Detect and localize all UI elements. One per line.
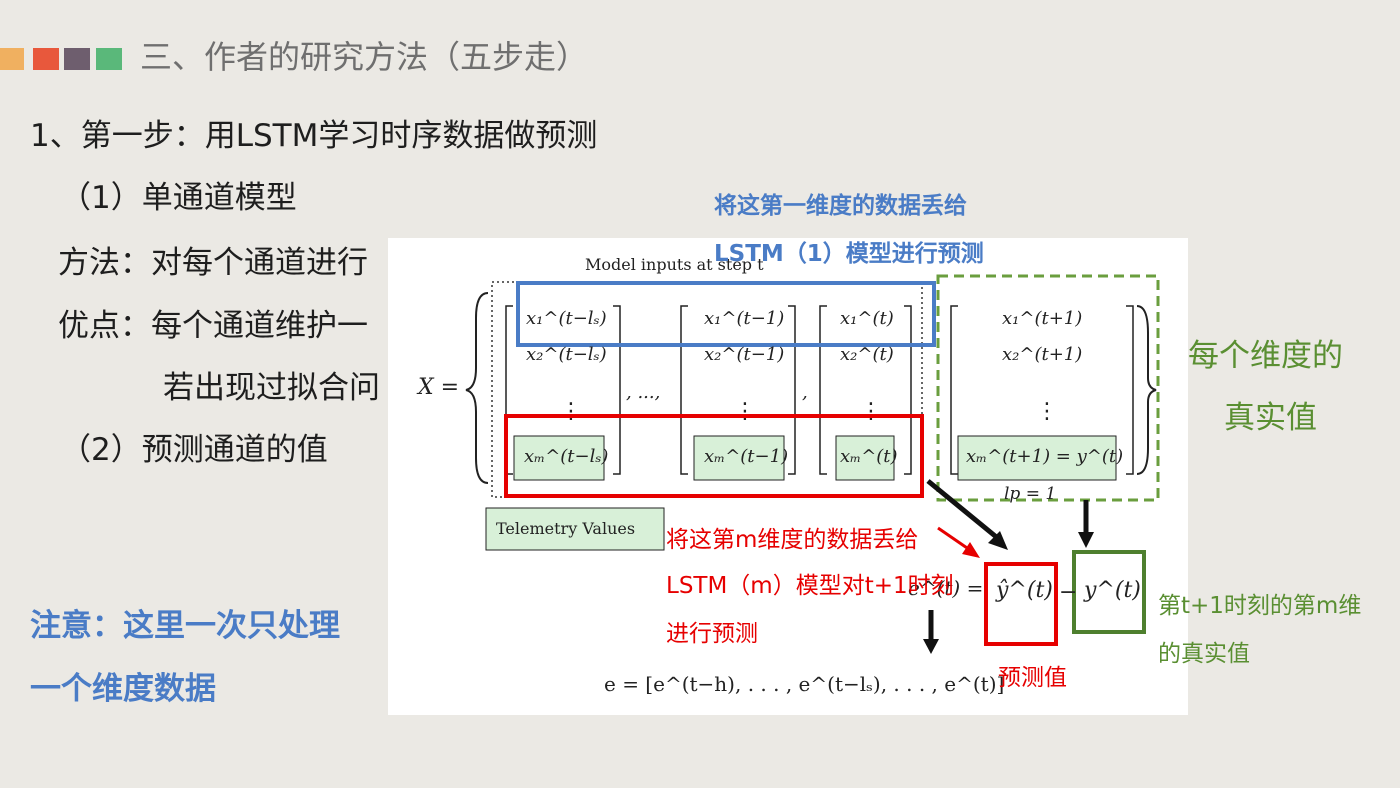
method-line: 方法：对每个通道进行 <box>58 245 368 281</box>
minus-sign: − <box>1059 580 1078 605</box>
col1-right-bracket <box>613 305 621 475</box>
col1-left-bracket <box>505 305 513 475</box>
col4-left-bracket <box>950 305 958 475</box>
blue-annotation-line-1: 将这第一维度的数据丢给 <box>714 193 967 219</box>
cell-x2-t-ls: x₂^(t−lₛ) <box>526 344 607 365</box>
col3-right-bracket <box>904 305 912 475</box>
cell-x2-t1: x₂^(t+1) <box>1002 344 1083 365</box>
prediction-value-label: 预测值 <box>998 665 1067 691</box>
col1-vdots: ⋮ <box>560 399 582 424</box>
first-dimension-highlight <box>516 281 936 347</box>
arrow-to-yhat <box>926 479 1002 542</box>
col2-left-bracket <box>680 305 688 475</box>
model-inputs-caption: Model inputs at step t <box>585 255 764 274</box>
cell-x2-t-1: x₂^(t−1) <box>704 344 785 365</box>
green-annotation-big-1: 每个维度的 <box>1188 338 1343 374</box>
cell-x1-t: x₁^(t) <box>840 308 894 329</box>
cell-xm-t-ls-text: xₘ^(t−lₛ) <box>524 446 609 467</box>
error-t-label: e^(t) = <box>908 576 984 600</box>
red-annotation-line-1: 将这第m维度的数据丢给 <box>666 527 919 553</box>
advantage-line: 优点：每个通道维护一 <box>58 308 368 344</box>
arrow-to-y-head <box>1078 532 1094 548</box>
col3-left-bracket <box>819 305 827 475</box>
prediction-yhat: ŷ^(t) <box>996 578 1053 603</box>
error-vector: e = [e^(t−h), . . . , e^(t−lₛ), . . . , … <box>604 672 1005 696</box>
comma-between-columns: , <box>802 382 808 403</box>
header-square-red <box>33 48 59 70</box>
cell-xm-t-1-text: xₘ^(t−1) <box>704 446 789 467</box>
header-square-green <box>96 48 122 70</box>
col2-vdots: ⋮ <box>734 399 756 424</box>
note-line-2: 一个维度数据 <box>30 671 216 707</box>
x-equals-label: X = <box>418 375 460 400</box>
arrow-to-yhat-head <box>988 531 1008 550</box>
true-value-y: y^(t) <box>1084 578 1141 603</box>
col2-right-bracket <box>788 305 796 475</box>
header-square-orange <box>0 48 24 70</box>
green-annotation-small-2: 的真实值 <box>1158 641 1250 667</box>
slide-title: 三、作者的研究方法（五步走） <box>140 38 589 76</box>
telemetry-values-box <box>485 507 665 551</box>
cell-x1-t1: x₁^(t+1) <box>1002 308 1083 329</box>
prediction-box <box>984 562 1058 646</box>
col3-vdots: ⋮ <box>860 399 882 424</box>
cell-x1-t-ls: x₁^(t−lₛ) <box>526 308 607 329</box>
green-annotation-small-1: 第t+1时刻的第m维 <box>1158 593 1362 619</box>
red-pointer-arrow-head <box>962 542 980 558</box>
cell-xm-t-text: xₘ^(t) <box>840 446 898 467</box>
step-1-heading: 1、第一步：用LSTM学习时序数据做预测 <box>30 118 598 154</box>
m-dimension-highlight <box>504 414 924 498</box>
right-brace <box>1136 305 1157 475</box>
predict-channel-heading: （2）预测通道的值 <box>60 432 328 468</box>
arrow-to-e-vector-head <box>923 639 939 654</box>
cell-x1-t-1: x₁^(t−1) <box>704 308 785 329</box>
cell-xm-t1-equals-y <box>957 435 1117 481</box>
lstm-diagram-figure: ⋮ ⋮ ⋮ ⋮ Model inputs at step t X = , ...… <box>388 238 1188 715</box>
true-values-highlight <box>936 274 1160 502</box>
col4-vdots: ⋮ <box>1036 399 1058 424</box>
col4-right-bracket <box>1126 305 1134 475</box>
red-annotation-line-3: 进行预测 <box>666 621 758 647</box>
cell-xm-t <box>835 435 895 481</box>
overfit-line: 若出现过拟合问 <box>163 370 380 406</box>
header-square-purple <box>64 48 90 70</box>
ellipsis-between-columns: , ..., <box>626 382 661 403</box>
red-annotation-line-2: LSTM（m）模型对t+1时刻 <box>666 573 954 599</box>
cell-xm-t-ls <box>513 435 605 481</box>
left-brace <box>465 292 489 484</box>
lp-label: lp = 1 <box>1004 484 1057 504</box>
blue-annotation-line-2: LSTM（1）模型进行预测 <box>714 241 984 267</box>
telemetry-values-label: Telemetry Values <box>496 519 636 538</box>
cell-x2-t: x₂^(t) <box>840 344 894 365</box>
single-channel-heading: （1）单通道模型 <box>60 180 297 216</box>
green-annotation-big-2: 真实值 <box>1224 400 1317 436</box>
cell-xm-t1-text: xₘ^(t+1) = y^(t) <box>966 446 1124 467</box>
red-pointer-arrow <box>937 526 971 552</box>
note-line-1: 注意：这里一次只处理 <box>30 608 340 644</box>
lstm-diagram-svg: ⋮ ⋮ ⋮ ⋮ <box>465 274 1160 654</box>
true-value-box <box>1072 550 1146 634</box>
cell-xm-t-1 <box>693 435 785 481</box>
